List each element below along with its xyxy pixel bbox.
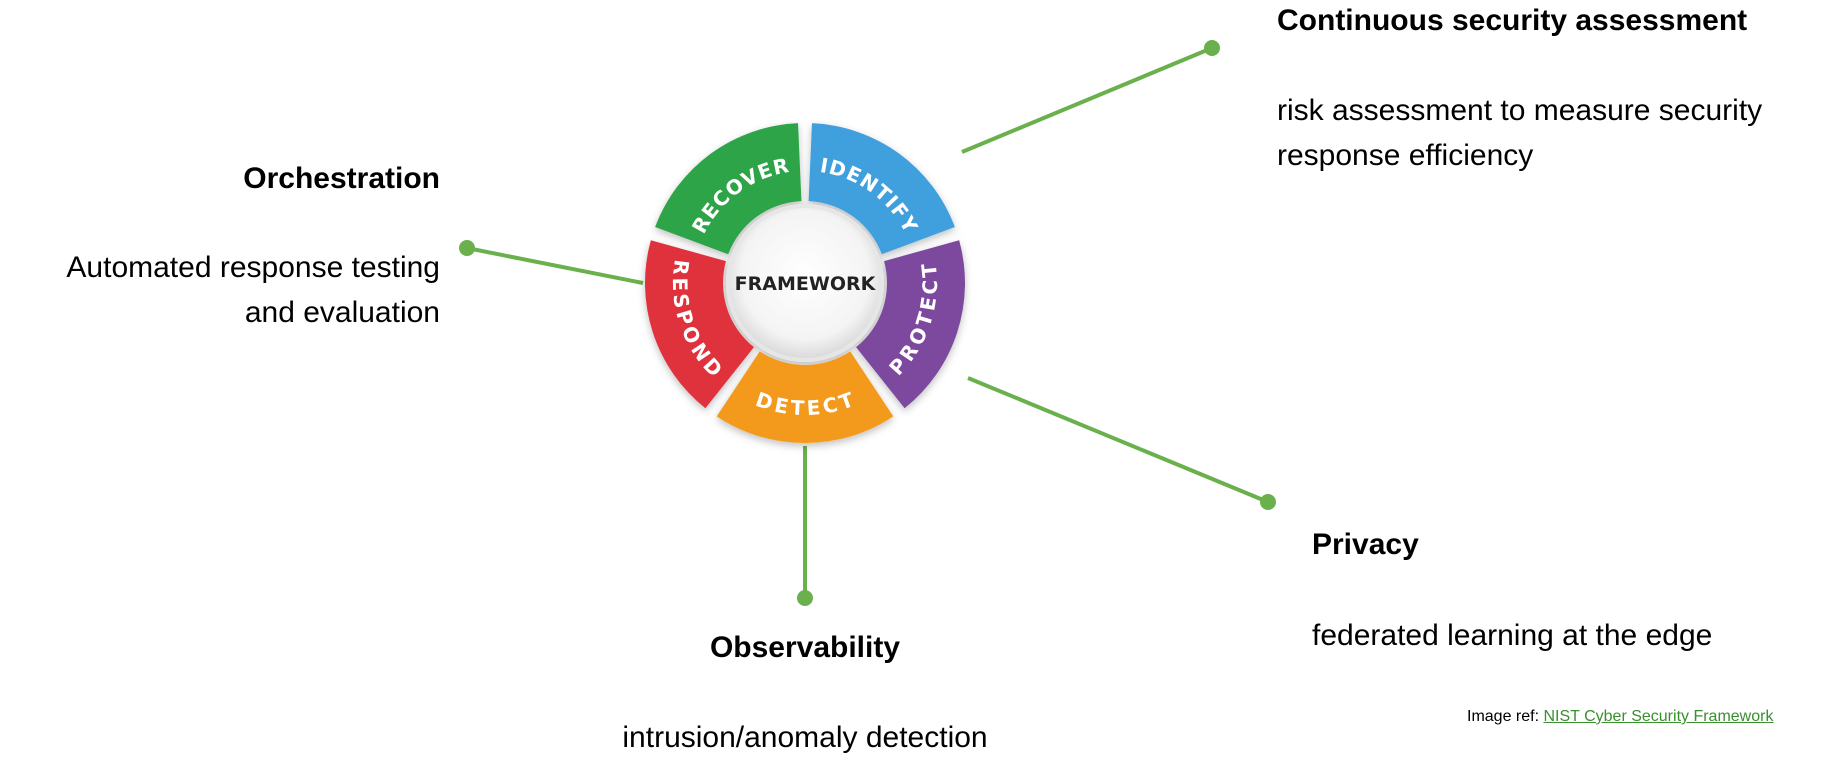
connector-observability-dot [797, 590, 813, 606]
continuous-assessment-desc-line1: risk assessment to measure security [1277, 94, 1763, 127]
observability-desc: intrusion/anomaly detection [622, 721, 988, 754]
connector-lines [459, 40, 1276, 606]
privacy-desc: federated learning at the edge [1312, 619, 1713, 652]
framework-core [726, 204, 884, 362]
respond-segment [645, 240, 754, 409]
orchestration-title: Orchestration [243, 162, 440, 195]
connector-continuous-dot [1204, 40, 1220, 56]
privacy-title: Privacy [1312, 528, 1419, 561]
continuous-assessment-title: Continuous security assessment [1277, 4, 1748, 37]
observability-title: Observability [709, 631, 901, 664]
continuous-assessment-desc: risk assessment to measure security resp… [1277, 88, 1762, 178]
recover-segment [655, 123, 802, 255]
image-ref: Image ref: NIST Cyber Security Framework [1467, 708, 1773, 726]
connector-orchestration [466, 246, 644, 285]
connector-continuous [961, 46, 1213, 154]
image-ref-prefix: Image ref: [1467, 708, 1544, 725]
connector-privacy [967, 376, 1269, 504]
identify-segment [808, 123, 955, 255]
orchestration-desc-line1: Automated response testing [66, 251, 440, 284]
image-ref-link[interactable]: NIST Cyber Security Framework [1543, 708, 1774, 725]
connector-privacy-dot [1260, 494, 1276, 510]
framework-core-label: FRAMEWORK [735, 273, 877, 295]
orchestration-desc: Automated response testing and evaluatio… [66, 245, 440, 335]
orchestration-desc-line2: and evaluation [244, 296, 440, 329]
protect-segment [856, 240, 965, 409]
connector-orchestration-dot [459, 240, 475, 256]
nist-framework-wheel: FRAMEWORK [645, 123, 965, 443]
continuous-assessment-desc-line2: response efficiency [1277, 139, 1534, 172]
detect-segment [716, 351, 894, 443]
